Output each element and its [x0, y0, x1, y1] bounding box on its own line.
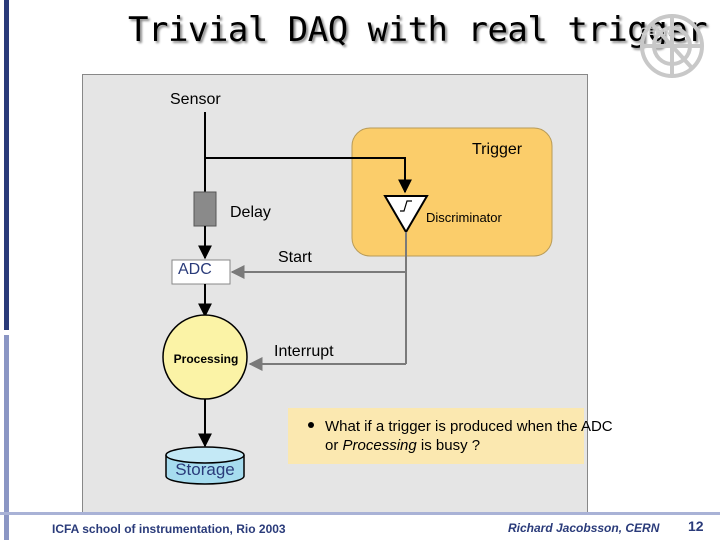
storage-cylinder: [165, 446, 245, 485]
note-line-2: or Processing is busy ?: [325, 437, 481, 454]
adc-box: [171, 259, 231, 285]
footer-left: ICFA school of instrumentation, Rio 2003: [52, 522, 286, 536]
note-text: What if a trigger is produced when the A…: [325, 417, 613, 455]
slide-title: Trivial DAQ with real trigger: [128, 10, 708, 50]
delay-label: Delay: [230, 204, 271, 221]
discriminator-label: Discriminator: [426, 210, 502, 225]
footer-right: Richard Jacobsson, CERN: [508, 521, 660, 535]
delay-block: [193, 191, 217, 227]
interrupt-label: Interrupt: [274, 343, 334, 360]
discriminator-pulse-icon: [400, 200, 412, 212]
footer-rule: [0, 512, 720, 515]
discriminator-symbol: [383, 195, 429, 234]
cern-logo: [640, 14, 704, 78]
cern-logo-text: CERN: [640, 26, 672, 38]
sensor-to-discriminator-wire: [205, 157, 412, 194]
sensor-label: Sensor: [170, 91, 221, 108]
note-box: [288, 408, 584, 464]
adc-label: ADC: [178, 261, 212, 278]
processing-label: Processing: [173, 352, 239, 366]
left-accent-bar: [4, 0, 9, 330]
left-accent-bar-lower: [4, 335, 9, 540]
trigger-label: Trigger: [472, 141, 523, 158]
page-number: 12: [688, 518, 704, 534]
storage-label: Storage: [175, 460, 235, 479]
note-line-1: What if a trigger is produced when the A…: [325, 418, 613, 435]
start-label: Start: [278, 249, 312, 266]
note-bullet-icon: [308, 422, 314, 428]
